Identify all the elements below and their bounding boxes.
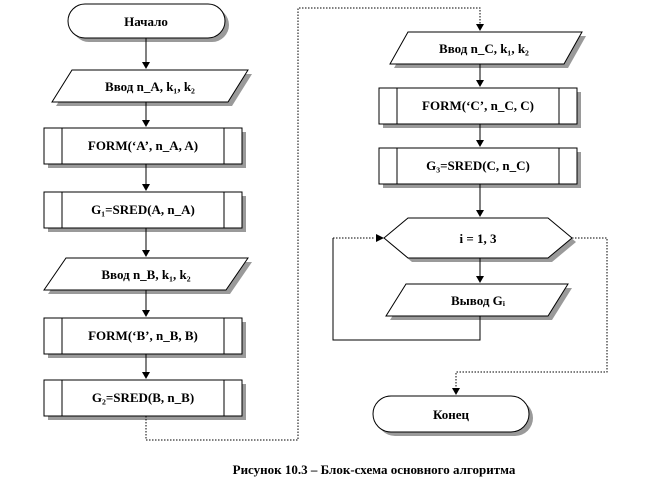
- input-b-label: Ввод n_B, k₁, k₂: [101, 267, 190, 282]
- output-block: Вывод Gᵢ: [385, 283, 572, 320]
- form-a-block: FORM(‘A’, n_A, A): [43, 127, 246, 168]
- end-terminator: Конец: [372, 395, 533, 436]
- input-b-block: Ввод n_B, k₁, k₂: [43, 257, 252, 294]
- loop-back-path: [332, 234, 481, 341]
- input-a-block: Ввод n_A, k₁, k₂: [51, 69, 252, 106]
- loop-exit-path: [452, 237, 608, 395]
- form-c-label: FORM(‘C’, n_C, C): [422, 98, 534, 113]
- sred-b-block: G₂=SRED(B, n_B): [43, 379, 246, 420]
- end-label: Конец: [433, 407, 470, 422]
- column-connector: [145, 7, 484, 441]
- start-terminator: Начало: [67, 3, 229, 42]
- sred-c-block: G₃=SRED(C, n_C): [378, 147, 581, 188]
- figure-caption: Рисунок 10.3 – Блок-схема основного алго…: [233, 462, 516, 477]
- sred-a-label: G₁=SRED(A, n_A): [91, 202, 195, 217]
- output-label: Вывод Gᵢ: [451, 293, 506, 308]
- loop-block: i = 1, 3: [383, 217, 576, 262]
- form-b-block: FORM(‘B’, n_B, B): [43, 317, 246, 358]
- sred-b-label: G₂=SRED(B, n_B): [92, 390, 194, 405]
- input-c-label: Ввод n_C, k₁, k₂: [439, 41, 529, 56]
- sred-c-label: G₃=SRED(C, n_C): [426, 158, 530, 173]
- input-a-label: Ввод n_A, k₁, k₂: [105, 79, 195, 94]
- input-c-block: Ввод n_C, k₁, k₂: [389, 31, 586, 68]
- start-label: Начало: [124, 14, 168, 29]
- form-a-label: FORM(‘A’, n_A, A): [88, 138, 198, 153]
- sred-a-block: G₁=SRED(A, n_A): [43, 191, 246, 232]
- loop-label: i = 1, 3: [459, 231, 497, 246]
- form-c-block: FORM(‘C’, n_C, C): [378, 87, 581, 128]
- form-b-label: FORM(‘B’, n_B, B): [88, 328, 198, 343]
